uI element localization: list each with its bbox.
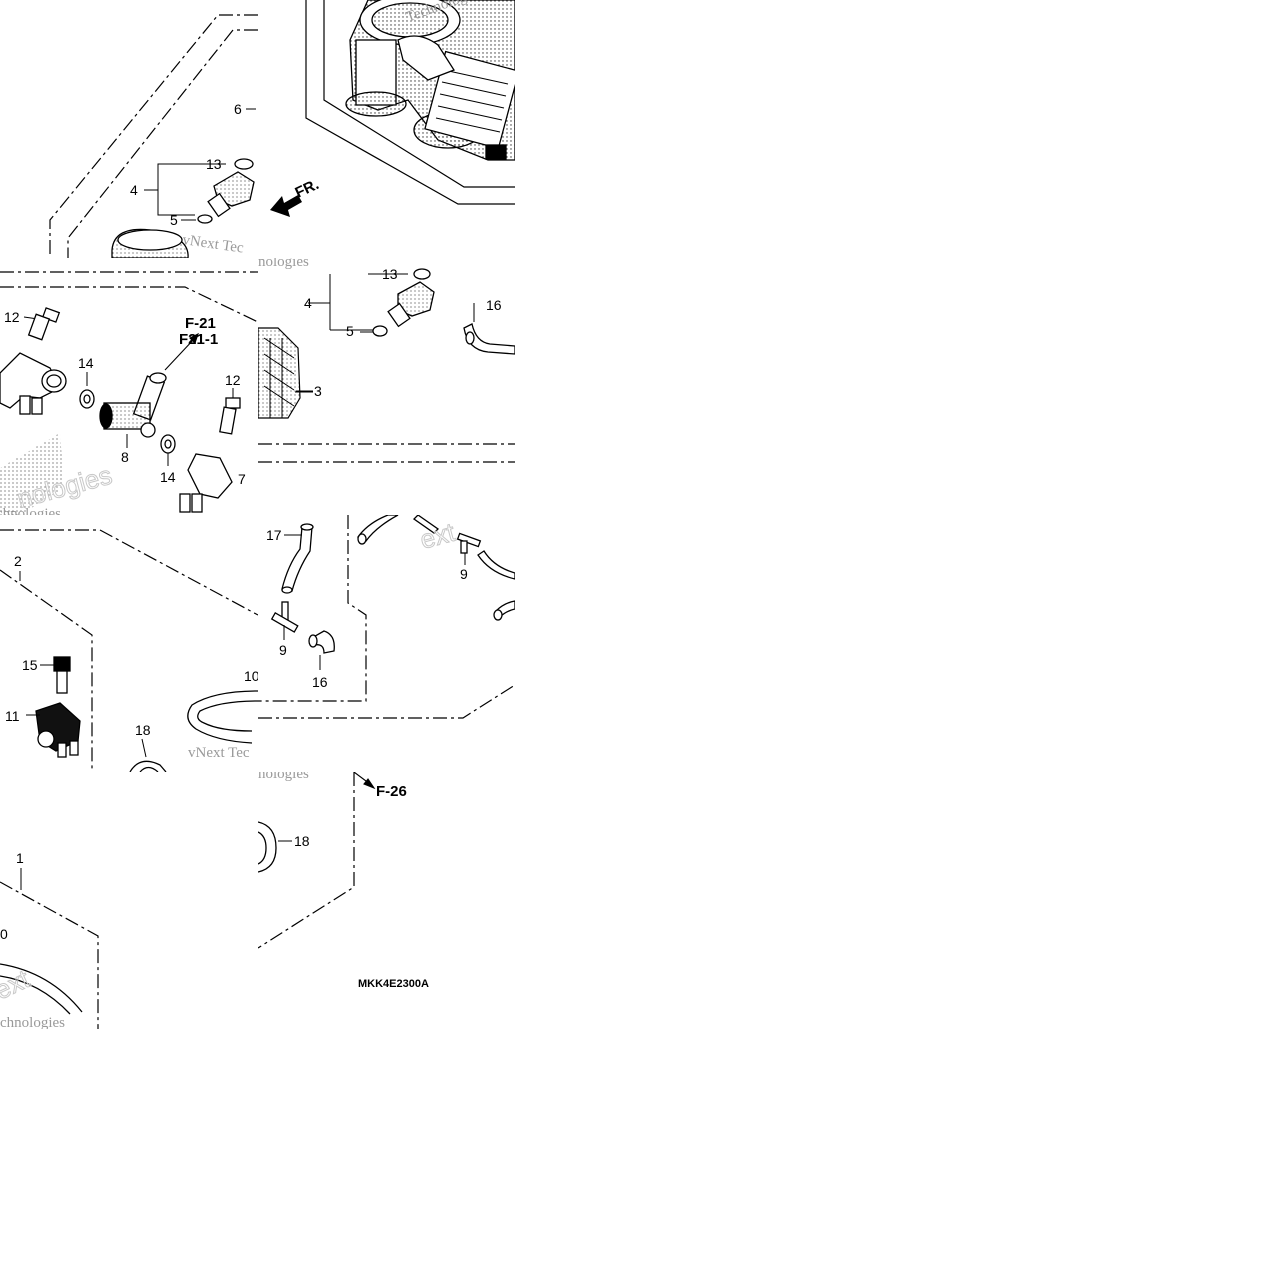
callout-7: 7 xyxy=(238,471,246,487)
watermark-text: vNext Tec xyxy=(181,232,245,256)
front-marker-label: FR. xyxy=(293,176,322,202)
callout-5: 5 xyxy=(170,212,178,228)
callout-10: 10 xyxy=(244,668,258,684)
callout-9: 9 xyxy=(279,642,287,658)
t-fitting-9 xyxy=(270,601,299,633)
callout-3: 3 xyxy=(314,383,322,399)
bolt-12-left xyxy=(27,307,61,341)
diagram-tile-lower: 1 0 chnologies ext xyxy=(0,772,258,1029)
callout-1: 1 xyxy=(16,850,24,866)
callout-12b: 12 xyxy=(225,372,241,388)
injector-4 xyxy=(372,268,435,337)
hose-18 xyxy=(258,821,277,873)
watermark-text: chnologies xyxy=(0,506,61,515)
watermark-text: nologies xyxy=(258,772,309,782)
callout-18: 18 xyxy=(135,722,151,738)
callout-9b: 9 xyxy=(460,566,468,582)
injector-top xyxy=(197,158,255,224)
callout-15: 15 xyxy=(22,657,38,673)
washer-14-right xyxy=(160,434,176,454)
diagram-code: MKK4E2300A xyxy=(358,978,429,990)
ref-f21: F-21 xyxy=(185,315,216,332)
diagram-tile-sensor: 2 15 11 18 10 vNext Tec xyxy=(0,515,258,772)
callout-12: 12 xyxy=(4,309,20,325)
hose-lower xyxy=(0,963,83,1015)
hose-17 xyxy=(281,523,314,594)
diagram-tile-throttle-housing: FR. Technologies xyxy=(258,0,515,258)
diagram-tile-injector-detail: 13 4 5 16 3 nologies xyxy=(258,258,515,515)
diagram-tile-injector: 12 14 12 8 14 7 F-21 F21-1 chnologies no… xyxy=(0,258,258,515)
callout-0: 0 xyxy=(0,926,8,942)
hose-10 xyxy=(129,690,258,772)
callout-8: 8 xyxy=(121,449,129,465)
bolt-15 xyxy=(53,656,71,694)
sensor-left xyxy=(0,352,67,415)
injector-8 xyxy=(99,372,167,438)
callout-14: 14 xyxy=(78,355,94,371)
hose-right xyxy=(357,515,515,621)
sensor-11 xyxy=(35,702,81,758)
sensor-7 xyxy=(179,453,233,513)
diagram-tile-hoses: 17 9 16 9 ext xyxy=(258,515,515,772)
watermark-text: vNext Tec xyxy=(188,745,250,761)
callout-11: 11 xyxy=(5,708,20,724)
bolt-12-right xyxy=(219,397,241,435)
front-direction-arrow: FR. xyxy=(270,176,322,217)
callout-14b: 14 xyxy=(160,469,176,485)
diagram-tile-throttle-body: 6 13 4 5 vNext Tec xyxy=(0,0,258,258)
callout-6: 6 xyxy=(234,101,242,117)
callout-16: 16 xyxy=(312,674,328,690)
washer-14-left xyxy=(79,389,95,409)
callout-4: 4 xyxy=(130,182,138,198)
throttle-body-assembly xyxy=(345,0,515,161)
callout-13: 13 xyxy=(206,156,222,172)
callout-2: 2 xyxy=(14,553,22,569)
ref-f26: F-26 xyxy=(376,783,407,800)
diagram-tile-reference: 18 F-26 MKK4E2300A nologies xyxy=(258,772,515,1029)
callout-18: 18 xyxy=(294,833,310,849)
callout-17: 17 xyxy=(266,527,282,543)
callout-16: 16 xyxy=(486,297,502,313)
hose-16 xyxy=(463,323,515,355)
watermark-outline: ext xyxy=(0,963,35,1005)
elbow-16 xyxy=(308,630,335,654)
callout-4: 4 xyxy=(304,295,312,311)
ref-f21-1: F21-1 xyxy=(179,331,218,348)
t-fitting-9b xyxy=(456,532,482,554)
callout-13: 13 xyxy=(382,266,398,282)
watermark-text: nologies xyxy=(258,258,309,270)
watermark-text: chnologies xyxy=(0,1015,65,1029)
callout-5: 5 xyxy=(346,323,354,339)
